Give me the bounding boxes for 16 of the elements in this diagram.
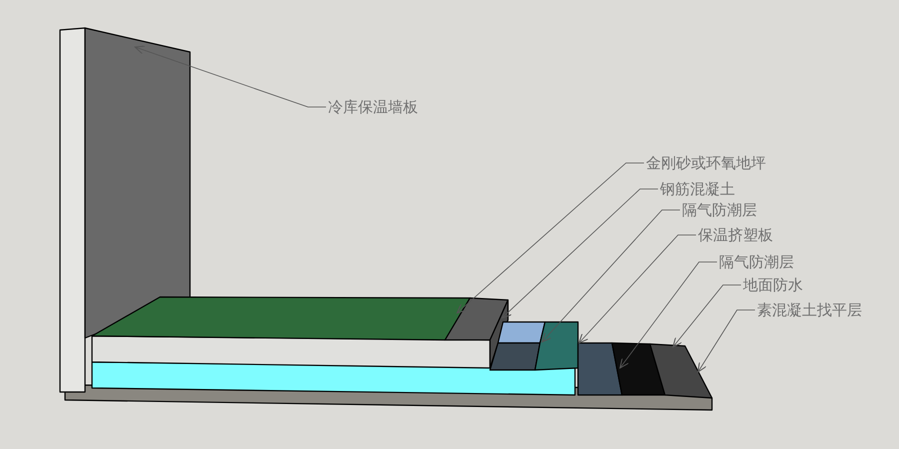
leader-line xyxy=(698,310,756,372)
leader-line xyxy=(134,46,326,108)
layer-label: 保温挤塑板 xyxy=(698,226,773,244)
layer-label: 隔气防潮层 xyxy=(682,201,757,219)
leader-line xyxy=(456,162,644,314)
layer-label: 冷库保温墙板 xyxy=(328,98,418,116)
leader-line xyxy=(542,210,680,342)
layer-label: 隔气防潮层 xyxy=(719,253,794,271)
layer-label: 金刚砂或环氧地坪 xyxy=(646,154,766,172)
leader-line xyxy=(620,262,718,368)
leader-line xyxy=(672,284,742,348)
layer-label: 素混凝土找平层 xyxy=(757,301,862,319)
leader-line xyxy=(578,234,696,344)
layer-label: 钢筋混凝土 xyxy=(660,180,735,198)
layer-label: 地面防水 xyxy=(743,276,803,294)
leader-line xyxy=(502,188,658,318)
